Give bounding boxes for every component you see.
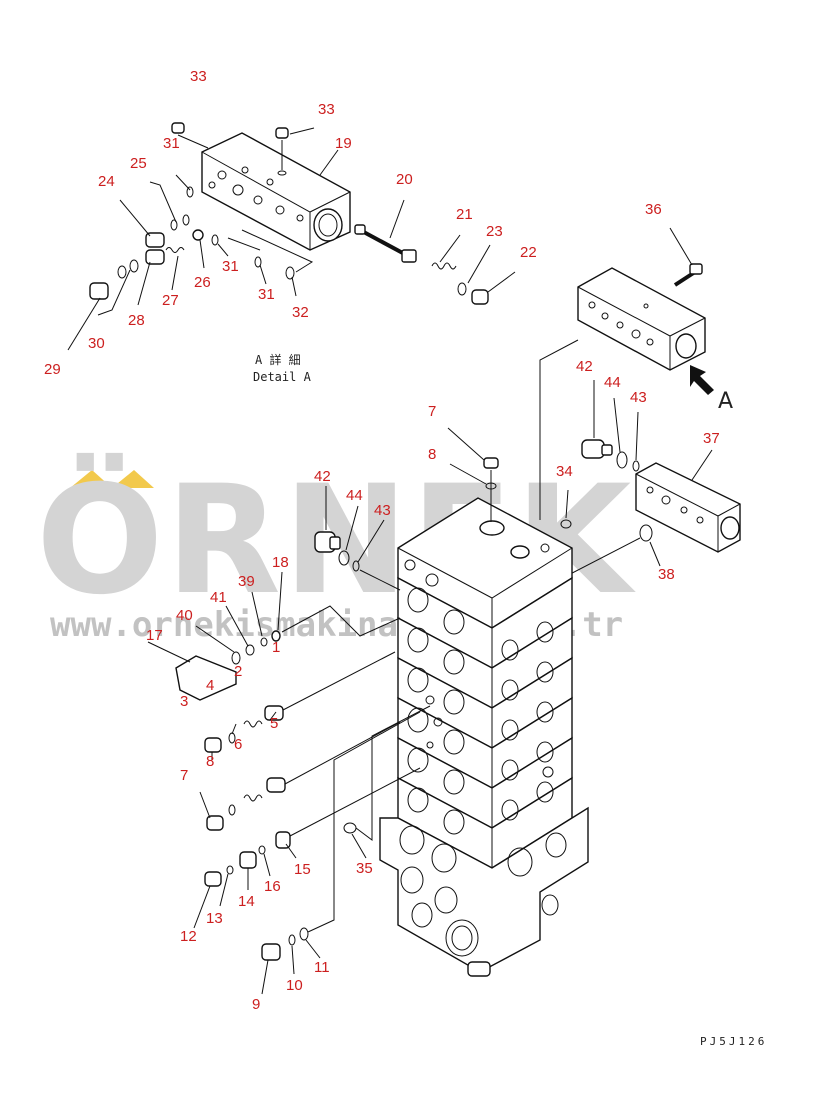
label-12: 12: [180, 928, 197, 945]
label-43a: 43: [630, 389, 647, 406]
label-5: 5: [270, 715, 278, 732]
spool-20: [354, 224, 417, 263]
solenoid-block-37: [635, 462, 741, 553]
label-8a: 8: [428, 446, 436, 463]
label-33a: 33: [190, 68, 207, 85]
relief-block-assembly: A: [539, 227, 733, 520]
label-20: 20: [396, 171, 413, 188]
watermark-accent: [70, 470, 112, 488]
label-13: 13: [206, 910, 223, 927]
label-9: 9: [252, 996, 260, 1013]
label-17: 17: [146, 627, 163, 644]
label-15: 15: [294, 861, 311, 878]
label-8b: 8: [206, 753, 214, 770]
drawing-code: PJ5J126: [700, 1035, 767, 1048]
label-43b: 43: [374, 502, 391, 519]
label-26: 26: [194, 274, 211, 291]
plug-22: [471, 289, 489, 305]
label-6: 6: [234, 736, 242, 753]
label-11: 11: [314, 959, 330, 976]
label-2: 2: [234, 663, 242, 680]
relief-block: [577, 267, 706, 371]
label-18: 18: [272, 554, 289, 571]
watermark-accent: [112, 470, 154, 488]
label-41: 41: [210, 589, 227, 606]
label-1: 1: [272, 639, 280, 656]
part-labels: 33 33 19 31 25 24 20 21 23 22 31 26 31 2…: [44, 68, 720, 1013]
label-32: 32: [292, 304, 309, 321]
label-28: 28: [128, 312, 145, 329]
label-7b: 7: [180, 767, 188, 784]
bolt-17: [175, 655, 237, 701]
label-4: 4: [206, 677, 214, 694]
label-7a: 7: [428, 403, 436, 420]
label-34: 34: [556, 463, 573, 480]
detail-a-assembly: A 詳 細 Detail A: [67, 122, 516, 384]
label-35: 35: [356, 860, 373, 877]
label-27: 27: [162, 292, 179, 309]
label-21: 21: [456, 206, 473, 223]
view-arrow: [690, 365, 714, 395]
spring-21: [431, 262, 457, 270]
label-3: 3: [180, 693, 188, 710]
label-22: 22: [520, 244, 537, 261]
label-40: 40: [176, 607, 193, 624]
label-31b: 31: [222, 258, 239, 275]
label-33b: 33: [318, 101, 335, 118]
plug-28: [145, 249, 165, 265]
main-control-valve: [379, 497, 589, 977]
plug-29: [89, 282, 109, 300]
label-31c: 31: [258, 286, 275, 303]
label-25: 25: [130, 155, 147, 172]
label-44b: 44: [346, 487, 363, 504]
label-37: 37: [703, 430, 720, 447]
detail-caption-line2: Detail A: [253, 370, 312, 384]
o-ring-23: [457, 282, 467, 296]
label-10: 10: [286, 977, 303, 994]
label-14: 14: [238, 893, 255, 910]
label-42a: 42: [576, 358, 593, 375]
label-39: 39: [238, 573, 255, 590]
label-19: 19: [335, 135, 352, 152]
view-arrow-label: A: [718, 389, 733, 414]
label-23: 23: [486, 223, 503, 240]
label-38: 38: [658, 566, 675, 583]
main-left-parts: [147, 427, 499, 995]
label-29: 29: [44, 361, 61, 378]
lower-body: [379, 806, 589, 973]
label-36: 36: [645, 201, 662, 218]
section-ports: [407, 587, 554, 835]
label-24: 24: [98, 173, 115, 190]
plug-24: [145, 232, 165, 248]
label-16: 16: [264, 878, 281, 895]
label-42b: 42: [314, 468, 331, 485]
label-31a: 31: [163, 135, 180, 152]
valve-block-19: [201, 132, 351, 251]
label-30: 30: [88, 335, 105, 352]
label-44a: 44: [604, 374, 621, 391]
detail-caption-line1: A 詳 細: [255, 352, 301, 367]
right-side-parts: [519, 380, 741, 601]
